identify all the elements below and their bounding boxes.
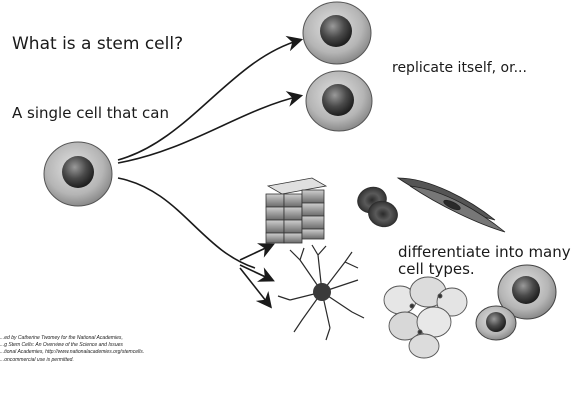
differentiate-label-line1: differentiate into many — [398, 243, 571, 261]
epithelial-cells — [266, 178, 326, 243]
credit-line: ...g Stem Cells: An Overview of the Scie… — [0, 342, 216, 349]
replicated-cell-top — [303, 2, 371, 64]
replicated-cell-bottom — [306, 71, 372, 131]
arrow-branch-mid — [240, 265, 272, 280]
fat-cells — [384, 277, 467, 358]
replicate-label: replicate itself, or... — [392, 60, 527, 76]
blood-cell-small — [476, 306, 516, 340]
differentiate-label-line2: cell types. — [398, 260, 475, 278]
arrows — [118, 40, 300, 306]
stem-cell — [44, 142, 112, 206]
image-credit: ...ed by Catherine Twomey for the Nation… — [0, 335, 216, 364]
arrow-branch-down — [240, 268, 270, 306]
arrow-to-differentiate — [118, 178, 255, 268]
credit-line: ...ed by Catherine Twomey for the Nation… — [0, 335, 216, 342]
credit-line: ...oncommercial use is permitted. — [0, 357, 216, 364]
arrow-to-replicate-top — [118, 40, 300, 160]
credit-line: ...tional Academies, http://www.national… — [0, 349, 216, 356]
muscle-cells — [398, 178, 505, 232]
diagram-title: What is a stem cell? — [12, 34, 183, 54]
definition-label: A single cell that can — [12, 104, 169, 122]
red-blood-cells — [353, 183, 400, 231]
neuron — [278, 245, 364, 340]
arrow-branch-up — [240, 245, 272, 260]
